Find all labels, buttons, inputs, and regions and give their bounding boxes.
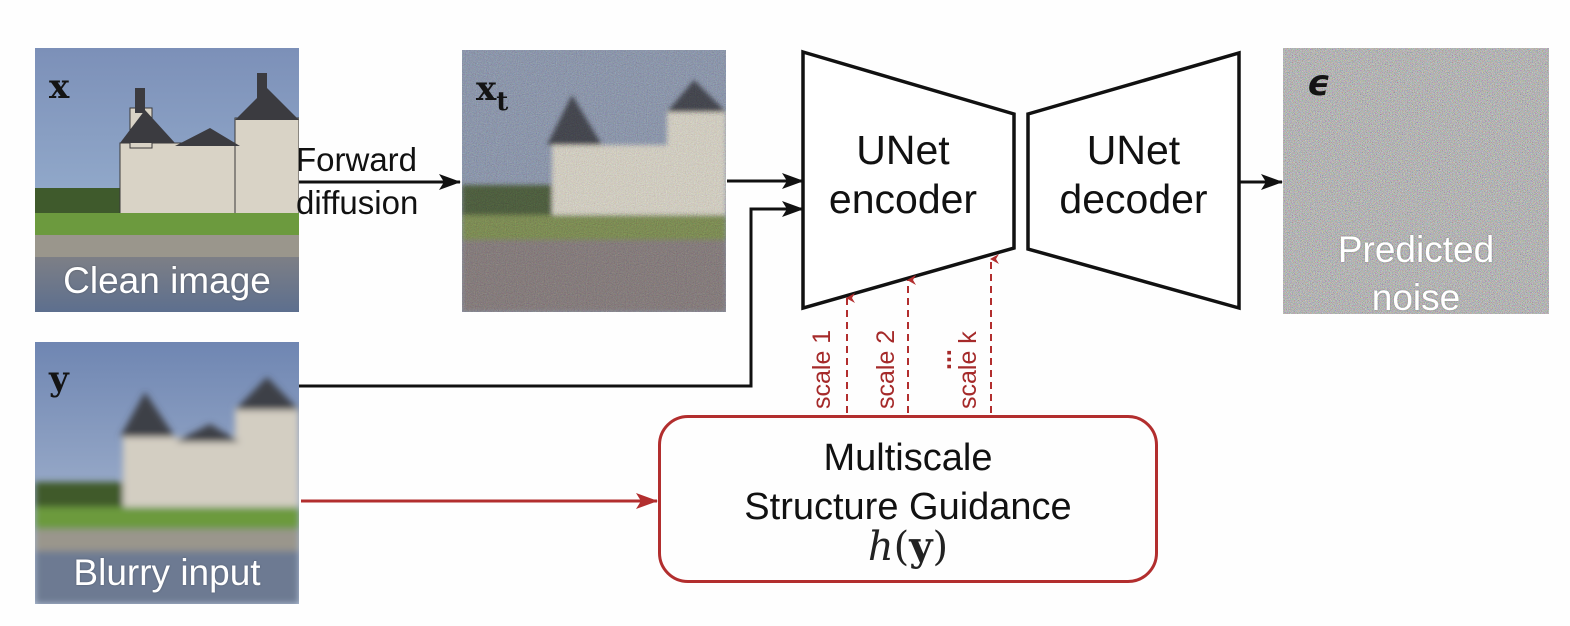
noisy-symbol-base: x <box>476 69 497 109</box>
forward-diffusion-label: Forward diffusion <box>296 139 418 225</box>
unet-encoder-shape[interactable] <box>801 49 1016 311</box>
unet-decoder-label: UNet decoder <box>1036 126 1231 224</box>
noisy-image <box>462 50 726 312</box>
encoder-label-line2: encoder <box>828 176 978 223</box>
scale-1-label: scale 1 <box>808 329 836 409</box>
noisy-symbol-subscript: t <box>496 87 509 117</box>
multiscale-structure-guidance-box[interactable]: Multiscale Structure Guidance h(y) <box>658 415 1158 583</box>
blurry-image-caption: Blurry input <box>73 552 261 593</box>
noisy-image-panel: xt <box>462 50 726 312</box>
unet-encoder-label: UNet encoder <box>808 126 998 224</box>
predicted-noise-panel: ϵ Predicted noise <box>1283 48 1549 314</box>
noise-caption-line1: Predicted <box>1337 229 1495 270</box>
y-to-encoder-arrow <box>299 201 804 388</box>
guidance-title-line2: Structure Guidance <box>744 485 1072 528</box>
forward-label-line2: diffusion <box>296 183 419 221</box>
clean-image <box>35 48 299 312</box>
noise-symbol: ϵ <box>1307 63 1331 104</box>
guidance-formula-close: ) <box>932 524 949 571</box>
guidance-formula: h(y) <box>661 524 1155 571</box>
noise-image <box>1283 48 1549 314</box>
guidance-formula-arg: y <box>909 523 933 571</box>
guidance-formula-fn: h <box>867 524 894 571</box>
noise-caption: Predicted noise <box>1283 226 1549 314</box>
guidance-title-line1: Multiscale <box>823 437 993 479</box>
guidance-title: Multiscale Structure Guidance <box>661 434 1155 531</box>
scale-k-label: scale k <box>954 331 982 409</box>
blurry-image-symbol: y <box>49 359 69 399</box>
clean-image-panel: x Clean image <box>35 48 299 312</box>
blurry-image <box>35 342 299 604</box>
decoder-label-line2: decoder <box>1059 176 1208 223</box>
guidance-formula-open: ( <box>893 524 910 571</box>
encoder-label-line1: UNet <box>856 127 950 173</box>
clean-image-caption: Clean image <box>63 260 271 301</box>
blurry-image-panel: y Blurry input <box>35 342 299 604</box>
forward-label-line1: Forward <box>296 141 418 178</box>
unet-decoder-shape[interactable] <box>1026 50 1241 311</box>
scale-2-label: scale 2 <box>872 329 900 409</box>
decoder-label-line1: UNet <box>1086 127 1181 173</box>
noisy-image-symbol: xt <box>476 72 508 115</box>
noise-caption-line2: noise <box>1371 277 1461 314</box>
clean-image-symbol: x <box>49 67 70 107</box>
